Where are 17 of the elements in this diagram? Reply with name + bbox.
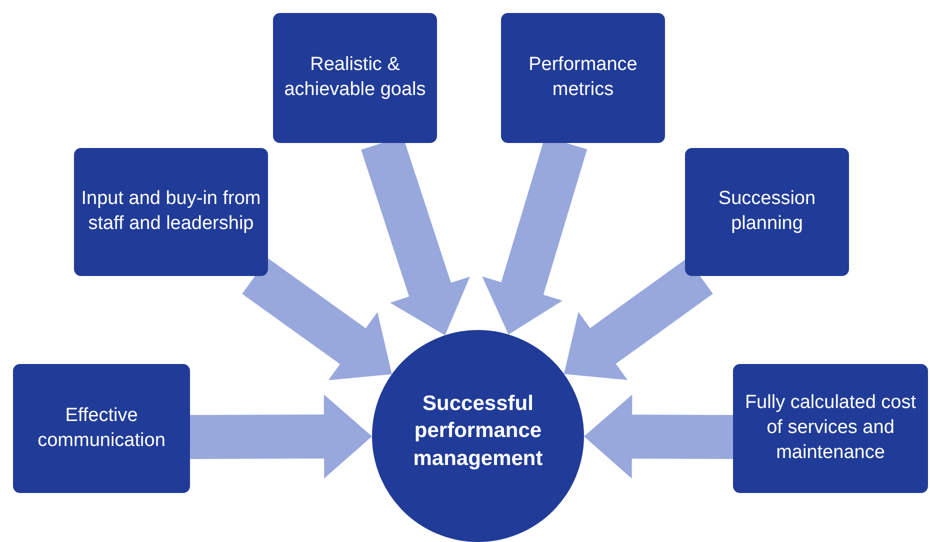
factor-label: Succession planning xyxy=(717,187,817,236)
factor-label: Effective communication xyxy=(36,404,166,452)
factor-label: Realistic & achievable goals xyxy=(283,53,427,102)
factor-box xyxy=(733,364,928,493)
factor-box xyxy=(501,13,665,143)
goal-label: Successful performance management xyxy=(412,391,544,472)
block-arrow xyxy=(190,394,372,478)
block-arrow xyxy=(584,394,734,479)
factor-box xyxy=(74,148,268,276)
factor-box xyxy=(273,13,437,143)
factor-label: Performance metrics xyxy=(528,53,638,102)
factor-box xyxy=(13,364,190,493)
block-arrow xyxy=(564,258,713,380)
block-arrow xyxy=(242,258,392,380)
factor-label: Input and buy-in from staff and leadership xyxy=(80,187,262,236)
factor-label: Fully calculated cost of services and maintenance xyxy=(744,391,918,465)
factor-box xyxy=(685,148,849,276)
